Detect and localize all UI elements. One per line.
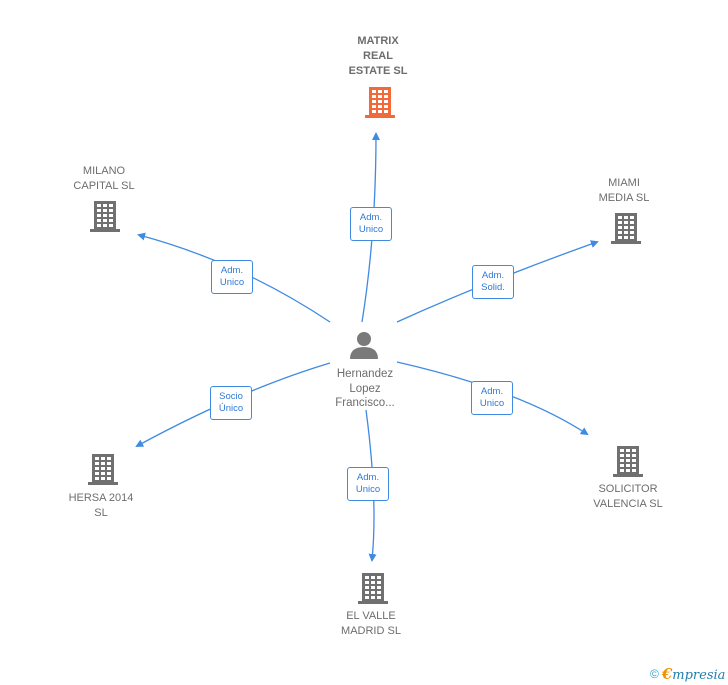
building-icon-elvalle[interactable]: [358, 573, 388, 604]
center-person-label[interactable]: Hernandez Lopez Francisco...: [335, 368, 395, 409]
copyright-footer[interactable]: © €mpresia: [650, 664, 725, 684]
node-label-solicitor[interactable]: SOLICITOR VALENCIA SL: [593, 483, 663, 510]
copyright-icon: ©: [650, 667, 659, 681]
node-label-milano[interactable]: MILANO CAPITAL SL: [73, 165, 135, 192]
person-icon[interactable]: [350, 332, 378, 359]
node-label-elvalle[interactable]: EL VALLE MADRID SL: [341, 610, 401, 637]
building-icon-solicitor[interactable]: [613, 446, 643, 477]
edge-label-elvalle[interactable]: Adm. Unico: [347, 467, 389, 501]
building-icon-milano[interactable]: [90, 201, 120, 232]
empresia-logo: €mpresia: [661, 665, 726, 683]
edge-label-miami[interactable]: Adm. Solid.: [472, 265, 514, 299]
node-label-matrix[interactable]: MATRIX REAL ESTATE SL: [348, 35, 408, 77]
building-icon-matrix[interactable]: [365, 87, 395, 118]
node-label-miami[interactable]: MIAMI MEDIA SL: [598, 177, 650, 204]
building-icon-miami[interactable]: [611, 213, 641, 244]
edge-label-hersa[interactable]: Socio Único: [210, 386, 252, 420]
edge-label-milano[interactable]: Adm. Unico: [211, 260, 253, 294]
edge-label-solicitor[interactable]: Adm. Unico: [471, 381, 513, 415]
node-label-hersa[interactable]: HERSA 2014 SL: [68, 492, 134, 519]
building-icon-hersa[interactable]: [88, 454, 118, 485]
edge-label-matrix[interactable]: Adm. Unico: [350, 207, 392, 241]
